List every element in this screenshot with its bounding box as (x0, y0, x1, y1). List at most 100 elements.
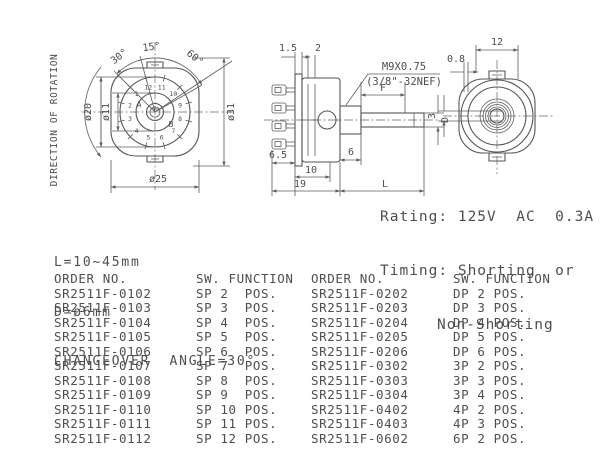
diagonal-reference-line (154, 60, 233, 113)
order-no-cell: SR2511F-0110 (54, 401, 152, 417)
tab-thickness-label: 0.8 (447, 54, 465, 65)
order-no-cell: SR2511F-0204 (311, 314, 409, 330)
table-row: SR2511F-0109 SP 9 POS. SR2511F-0304 3P 4 PO… (54, 387, 594, 402)
mounting-tabs (146, 61, 164, 163)
rear-shaft-flats (492, 110, 502, 122)
order-no-cell: SR2511F-0202 (311, 285, 409, 301)
rear-ring-3 (479, 98, 515, 134)
order-no-cell: SR2511F-0602 (311, 431, 409, 447)
dia25-label: ø25 (149, 174, 167, 185)
thread-metric-label: M9X0.75 (382, 61, 426, 73)
bushing-circle (145, 102, 165, 122)
changeover-angle-spec: CHANGEOVER ANGLE=30° (54, 354, 257, 369)
shaft-circle (149, 106, 161, 118)
rear-ring-1 (460, 79, 534, 153)
tab-slots (151, 64, 159, 160)
shaft (360, 112, 425, 128)
dia20-label: ø20 (83, 103, 94, 121)
order-no-cell: SR2511F-0105 (54, 329, 152, 345)
angle-arc (116, 57, 203, 86)
order-no-header: ORDER NO. (311, 271, 385, 286)
depth-label: 19 (294, 179, 306, 190)
order-no-cell: SR2511F-0102 (54, 285, 152, 301)
rear-ring-2 (467, 86, 527, 146)
sw-function-cell: SP 7 POS. (196, 358, 278, 374)
lug-length-label: 6.5 (269, 150, 287, 161)
terminal-lugs (271, 84, 296, 150)
rear-mounting-tabs (488, 70, 506, 162)
order-no-cell: SR2511F-0104 (54, 314, 152, 330)
sw-function-header: SW. FUNCTION (453, 271, 551, 286)
order-table: ORDER NO. SW. FUNCTION ORDER NO. SW. FUN… (54, 271, 594, 446)
order-no-cell: SR2511F-0205 (311, 329, 409, 345)
rear-ring-6 (487, 106, 507, 126)
order-no-cell: SR2511F-0107 (54, 358, 152, 374)
terminal-number: 6 (160, 134, 164, 142)
rear-shaft-circle (489, 108, 505, 124)
order-no-cell: SR2511F-0302 (311, 358, 409, 374)
plate-thickness-label: 1.5 (279, 43, 297, 54)
shaft-length-spec: L=10~45mm (54, 255, 141, 270)
rotation-arrow (84, 66, 102, 158)
order-no-cell: SR2511F-0304 (311, 387, 409, 403)
order-no-cell: SR2511F-0109 (54, 387, 152, 403)
order-no-cell: SR2511F-0112 (54, 431, 152, 447)
sw-function-cell: SP 5 POS. (196, 329, 278, 345)
dia31-label: ø31 (226, 103, 237, 121)
terminal-number: 3 (128, 115, 132, 123)
sw-function-cell: DP 2 POS. (453, 285, 527, 301)
sw-function-cell: DP 6 POS. (453, 343, 527, 359)
ten-label: 10 (305, 165, 317, 176)
order-no-cell: SR2511F-0106 (54, 343, 152, 359)
sw-function-cell: SP 2 POS. (196, 285, 278, 301)
angle-15-label: 15° (142, 41, 161, 54)
switch-body-outline (110, 67, 200, 157)
sw-function-cell: 3P 4 POS. (453, 387, 527, 403)
wafer-thickness-label: 2 (315, 43, 321, 54)
rear-ring-5 (485, 104, 509, 128)
table-row: SR2511F-0102 SP 2 POS. SR2511F-0202 DP 2 PO… (54, 286, 594, 301)
rear-body-outline (458, 78, 536, 154)
terminal-number: 8 (178, 115, 182, 123)
sw-function-cell: 4P 2 POS. (453, 401, 527, 417)
rear-ring-4 (482, 101, 512, 131)
flat-length-label: F (380, 83, 386, 94)
order-no-cell: SR2511F-0303 (311, 372, 409, 388)
shaft-specs-block: L=10~45mm D=ø6mm CHANGEOVER ANGLE=30° (54, 222, 256, 387)
terminal-number: 5 (146, 134, 150, 142)
shaft-diameter-spec: D=ø6mm (54, 304, 112, 320)
sw-function-cell: 3P 2 POS. (453, 358, 527, 374)
sw-function-cell: 4P 3 POS. (453, 416, 527, 432)
bushing-length-label: 6 (348, 147, 354, 158)
order-no-cell: SR2511F-0402 (311, 401, 409, 417)
sw-function-cell: SP 9 POS. (196, 387, 278, 403)
terminal-number: 2 (128, 102, 132, 110)
table-row: SR2511F-0105 SP 5 POS. SR2511F-0205 DP 5 PO… (54, 329, 594, 344)
terminal-number: 11 (158, 83, 166, 91)
tab-thickness-lines (463, 62, 469, 92)
common-terminal-b: B (169, 120, 174, 129)
terminal-number: 7 (171, 127, 175, 135)
sw-function-cell: DP 5 POS. (453, 329, 527, 345)
rear-view: 12 0.8 3 (427, 37, 553, 174)
plate-extension-lines (294, 52, 303, 74)
sw-function-cell: SP 4 POS. (196, 314, 278, 330)
thread-unified-label: (3/8"-32NEF) (366, 76, 442, 88)
sw-function-cell: SP 8 POS. (196, 372, 278, 388)
order-no-cell: SR2511F-0206 (311, 343, 409, 359)
rating-text: Rating: 125V AC 0.3A (380, 209, 595, 225)
order-no-header: ORDER NO. (54, 271, 128, 286)
table-row: SR2511F-0107 SP 7 POS. SR2511F-0302 3P 2 PO… (54, 358, 594, 373)
rating-block: Rating: 125V AC 0.3A Timing: Shorting or… (380, 172, 594, 352)
timing-text: Timing: Shorting or (380, 263, 575, 279)
sw-function-cell: SP 10 POS. (196, 401, 278, 417)
common-terminal-a: A (137, 100, 142, 109)
order-no-cell: SR2511F-0111 (54, 416, 152, 432)
table-row: SR2511F-0110 SP 10 POS. SR2511F-0402 4P 2 P… (54, 402, 594, 417)
rear-tab-slots (492, 74, 502, 158)
order-table-header: ORDER NO. SW. FUNCTION ORDER NO. SW. FUN… (54, 271, 594, 286)
flat-width-label: 3 (427, 113, 438, 119)
